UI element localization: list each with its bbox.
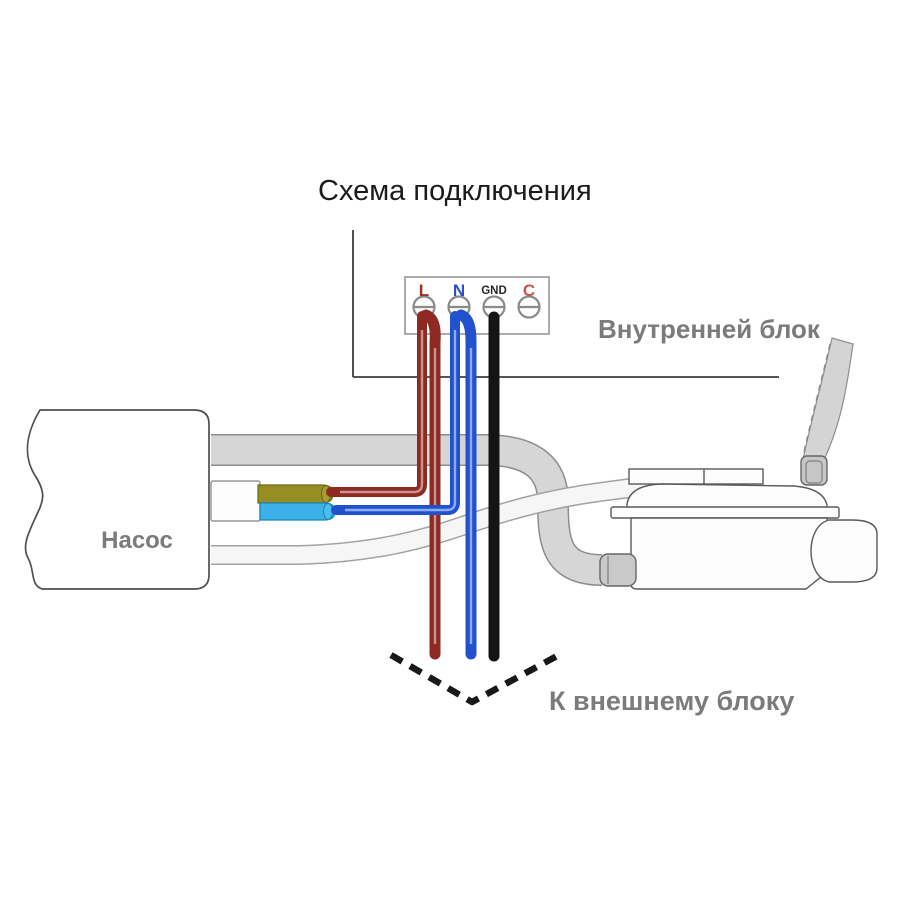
wire-live [326,309,441,660]
device-top-tray [628,468,764,485]
pump-unit-label: Насос [101,527,173,554]
wire-live-outdoor-run [420,309,441,660]
device-body [630,517,828,590]
drain-hose-dashed-line [802,343,831,457]
pump-cable [210,480,336,522]
terminal-label-l: L [419,281,429,300]
page-title: Схема подключения [318,175,592,207]
device-motor-housing [810,519,878,583]
device-outlet-fitting [800,455,828,486]
terminal-label-gnd: GND [481,285,507,297]
outdoor-arrow-chevron [389,652,559,706]
terminal-label-n: N [453,281,465,300]
cable-sheath [210,480,261,522]
wire-neutral-outdoor-run [455,309,477,660]
pump-unit-box [24,409,210,590]
condensate-pump-device [599,337,878,590]
wire-live-stripe [340,330,424,494]
terminal-block: L N GND C [404,276,550,335]
wire-neutral [331,309,477,660]
device-drain-hose [802,337,854,463]
terminal-screw-c [517,295,541,319]
device-flange [610,506,840,519]
pump-unit: Насос [24,409,210,590]
device-inlet-fitting [599,553,637,587]
outdoor-unit-label: К внешнему блоку [549,686,794,716]
pump-neutral-core-tip [323,503,333,520]
indoor-unit-label: Внутренней блок [598,314,821,344]
device-lid-dome [626,483,828,510]
wire-neutral-stripe [345,330,457,512]
outdoor-unit-pointer: К внешнему блоку [389,652,794,716]
drain-hose-body [802,337,854,463]
terminal-label-c: C [523,281,535,300]
